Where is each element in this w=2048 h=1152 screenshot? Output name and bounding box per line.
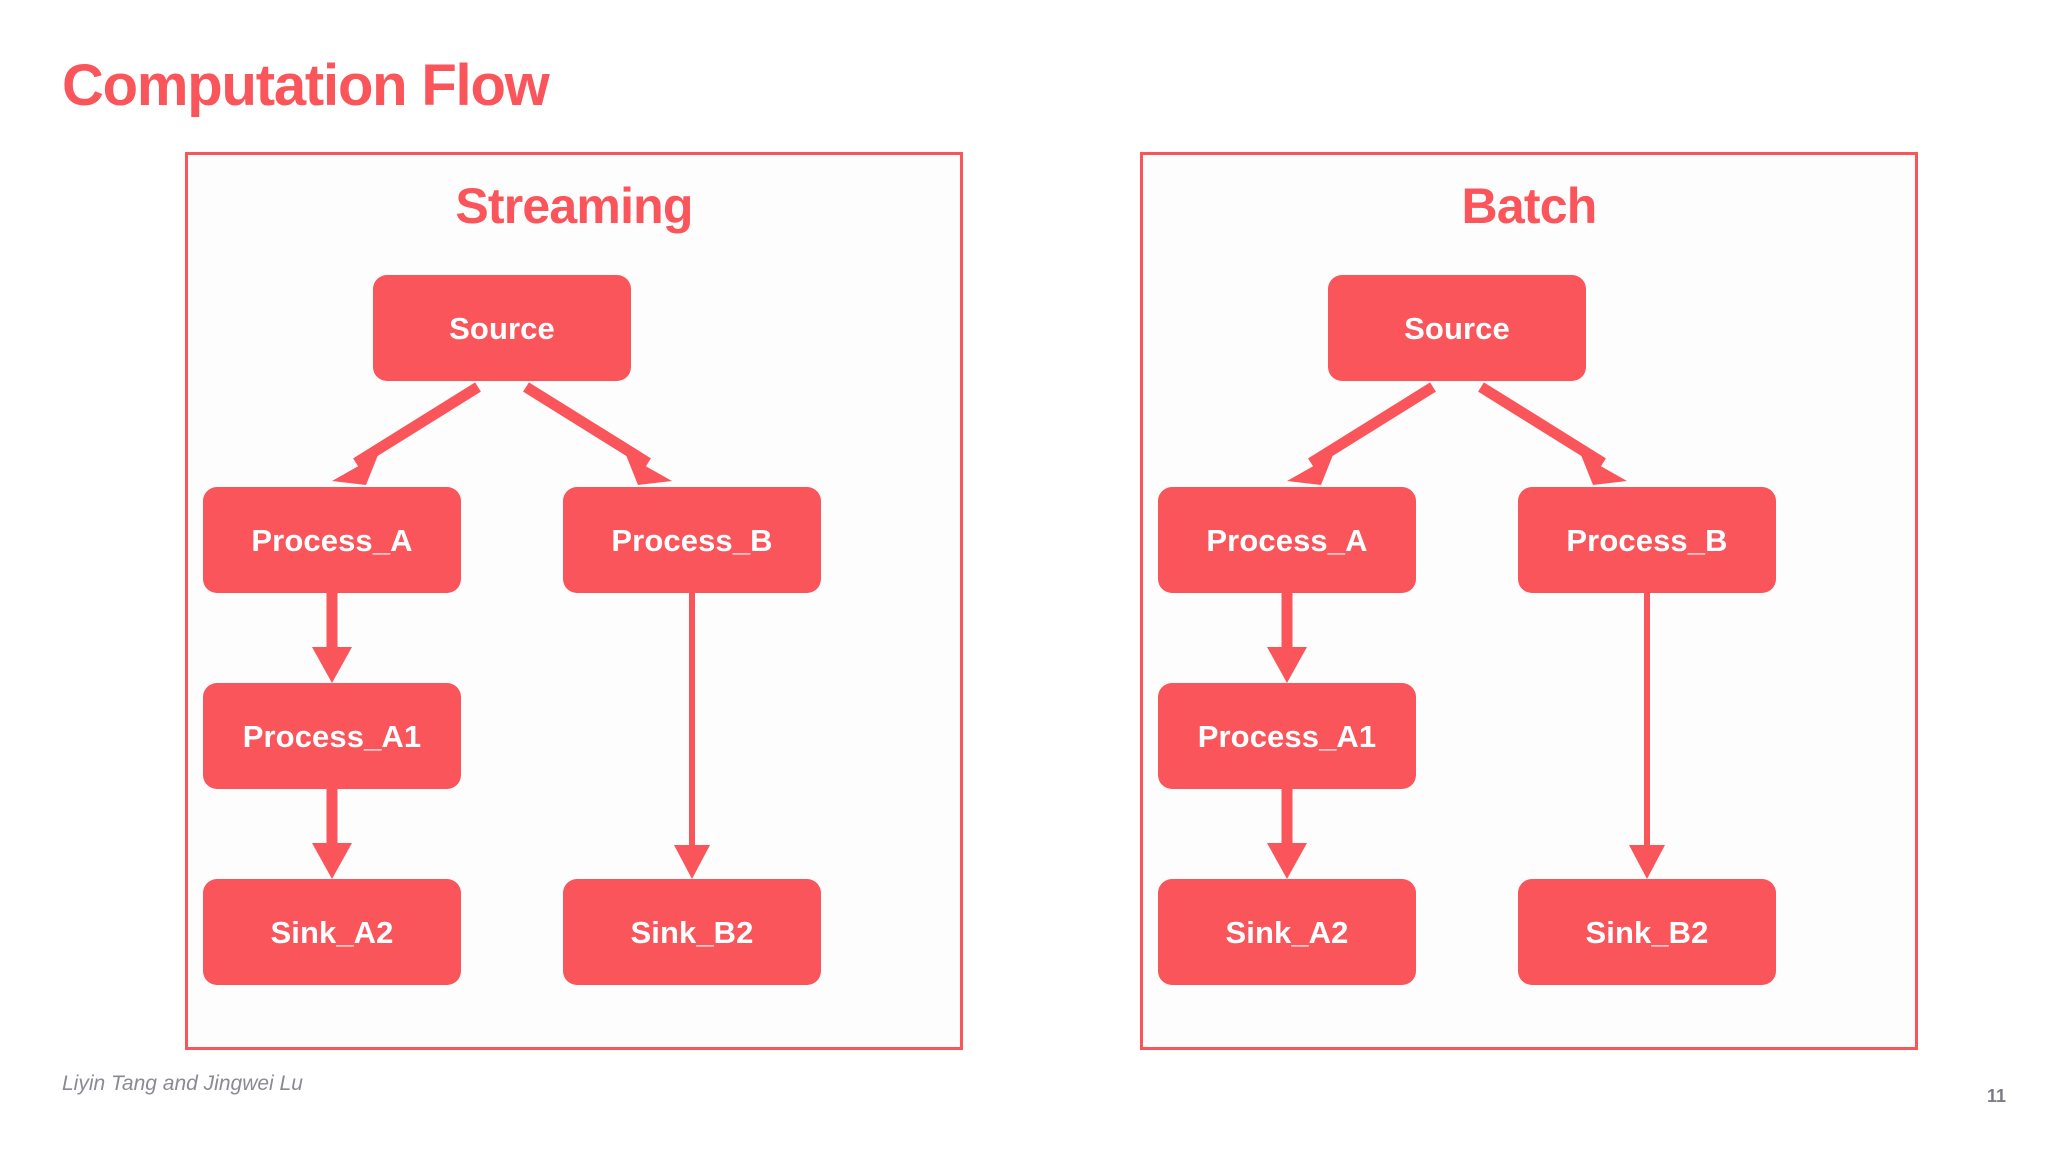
page-number: 11 bbox=[1986, 1086, 2006, 1106]
panel-streaming: Streaming bbox=[185, 152, 963, 1050]
node-process-a1[interactable]: Process_A1 bbox=[1158, 683, 1416, 789]
edge-process-a-to-process-a1 bbox=[312, 593, 352, 683]
panel-batch: Batch Source Process bbox=[1140, 152, 1918, 1050]
edge-source-to-process-b bbox=[1478, 382, 1627, 485]
page-title: Computation Flow bbox=[62, 53, 550, 118]
edge-process-b-to-sink-b2 bbox=[674, 593, 710, 879]
node-source[interactable]: Source bbox=[1328, 275, 1586, 381]
node-process-a1[interactable]: Process_A1 bbox=[203, 683, 461, 789]
node-process-a[interactable]: Process_A bbox=[1158, 487, 1416, 593]
node-sink-a2[interactable]: Sink_A2 bbox=[203, 879, 461, 985]
node-source[interactable]: Source bbox=[373, 275, 631, 381]
edge-process-a1-to-sink-a2 bbox=[312, 789, 352, 879]
edge-source-to-process-a bbox=[1287, 382, 1436, 485]
edge-process-a-to-process-a1 bbox=[1267, 593, 1307, 683]
attribution-text: Liyin Tang and Jingwei Lu bbox=[62, 1072, 303, 1095]
edge-source-to-process-a bbox=[332, 382, 481, 485]
node-process-a[interactable]: Process_A bbox=[203, 487, 461, 593]
node-process-b[interactable]: Process_B bbox=[563, 487, 821, 593]
panel-title-streaming: Streaming bbox=[455, 178, 693, 234]
node-sink-a2[interactable]: Sink_A2 bbox=[1158, 879, 1416, 985]
node-process-b[interactable]: Process_B bbox=[1518, 487, 1776, 593]
edge-process-a1-to-sink-a2 bbox=[1267, 789, 1307, 879]
edge-process-b-to-sink-b2 bbox=[1629, 593, 1665, 879]
panel-title-batch: Batch bbox=[1461, 178, 1598, 234]
edge-source-to-process-b bbox=[523, 382, 672, 485]
node-sink-b2[interactable]: Sink_B2 bbox=[1518, 879, 1776, 985]
node-sink-b2[interactable]: Sink_B2 bbox=[563, 879, 821, 985]
